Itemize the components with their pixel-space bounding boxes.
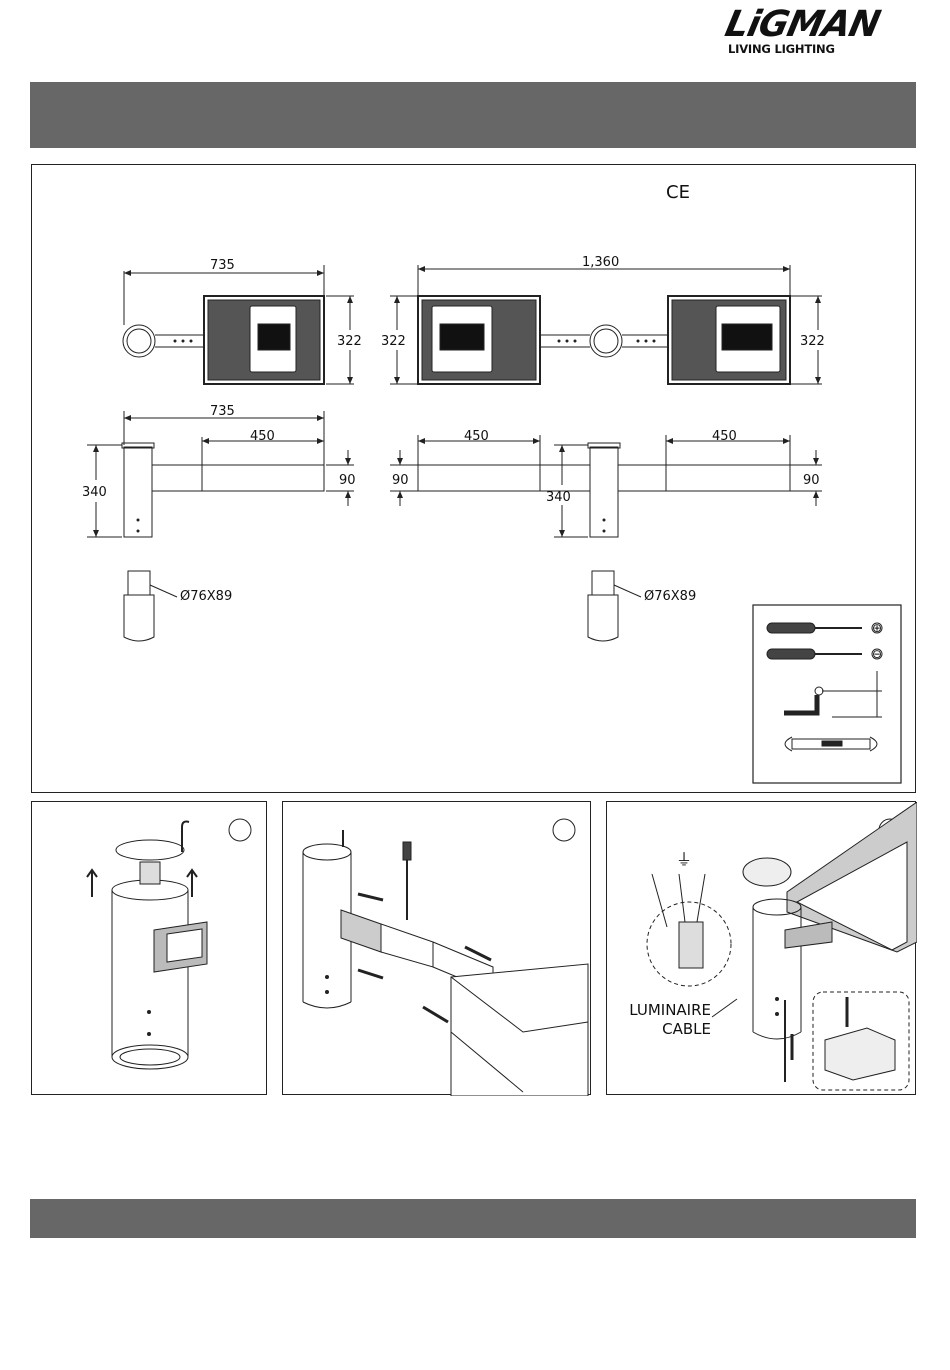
footer-bar (30, 1199, 916, 1238)
dim-top-height-1: 322 (337, 334, 362, 349)
brand-name: LiGMAN (722, 4, 883, 45)
phillips-symbol: ⊕ (872, 621, 882, 635)
step-3-panel: ⏚ LUMINAIRE CABLE (606, 801, 916, 1095)
callout-cable: CABLE (662, 1020, 711, 1038)
callout-luminaire: LUMINAIRE (629, 1001, 711, 1019)
step-2-illustration (283, 802, 592, 1096)
pole-diameter-label-1: Ø76X89 (180, 589, 232, 604)
dimension-drawing: CE 735 1,360 322 322 322 735 450 450 450… (32, 165, 917, 794)
step-3-illustration: ⏚ LUMINAIRE CABLE (607, 802, 917, 1096)
ce-mark: CE (666, 182, 690, 203)
dim-side-thickness-2: 90 (392, 473, 409, 488)
dim-top-height-2: 322 (381, 334, 406, 349)
dim-side-segment-1: 450 (250, 429, 275, 444)
dim-side-segment-3: 450 (712, 429, 737, 444)
dim-top-double-width: 1,360 (582, 255, 619, 270)
ground-symbol: ⏚ (676, 850, 692, 869)
flat-symbol: ⊖ (872, 647, 882, 661)
step-1-illustration (32, 802, 268, 1096)
brand-logo: LiGMAN LIVING LIGHTING (726, 8, 916, 60)
dim-top-single-width: 735 (210, 258, 235, 273)
dim-side-segment-2: 450 (464, 429, 489, 444)
dim-side-height-2: 340 (546, 490, 571, 505)
step-1-panel (31, 801, 267, 1095)
step-2-panel (282, 801, 591, 1095)
dim-top-height-3: 322 (800, 334, 825, 349)
dim-side-single-width: 735 (210, 404, 235, 419)
dimension-drawing-frame: CE 735 1,360 322 322 322 735 450 450 450… (31, 164, 916, 793)
dim-side-thickness-3: 90 (803, 473, 820, 488)
brand-tagline: LIVING LIGHTING (728, 42, 835, 56)
pole-diameter-label-2: Ø76X89 (644, 589, 696, 604)
dim-side-thickness-1: 90 (339, 473, 356, 488)
dim-side-height-1: 340 (82, 485, 107, 500)
header-bar (30, 82, 916, 148)
